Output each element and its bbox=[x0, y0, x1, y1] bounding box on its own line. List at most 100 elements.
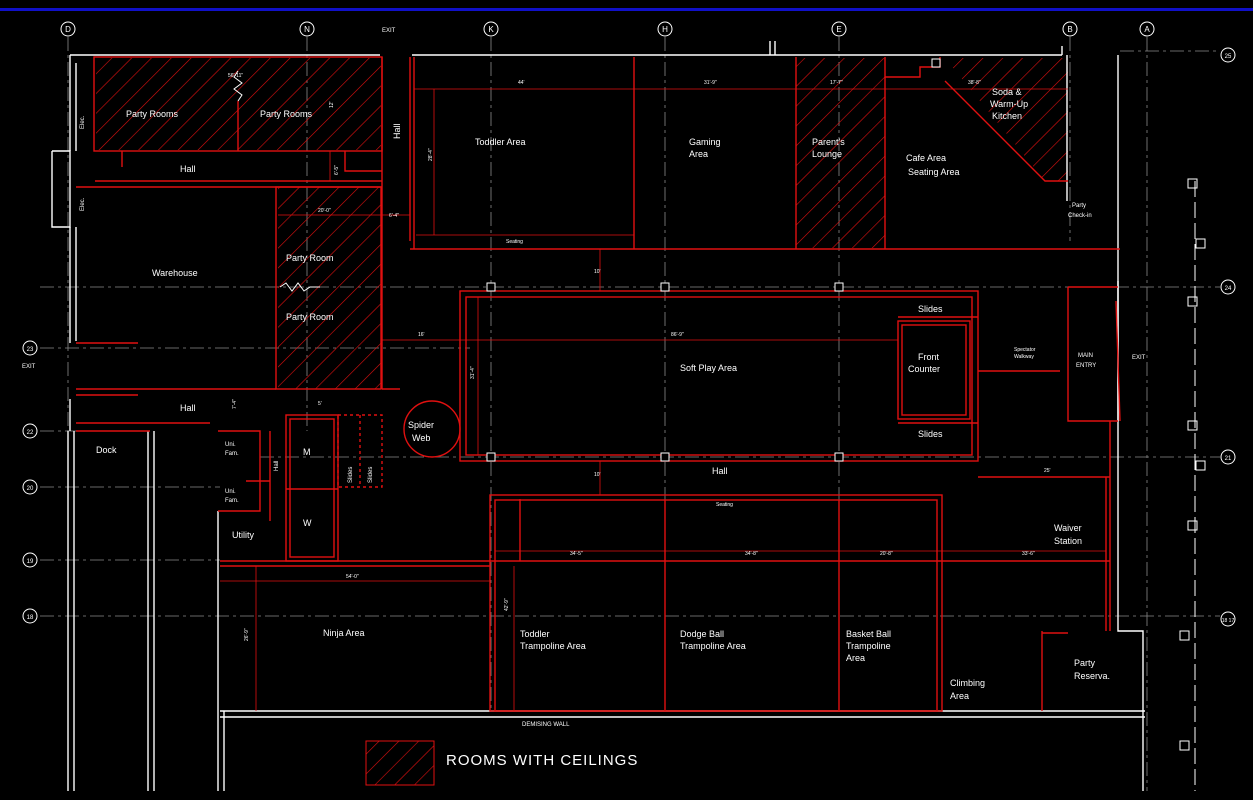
room-label: Party Room bbox=[286, 253, 334, 263]
dimension-label: 20'-8" bbox=[880, 551, 893, 557]
room-label: Elec. bbox=[80, 115, 86, 129]
columns bbox=[486, 58, 941, 462]
grid-label-top: H bbox=[662, 25, 668, 34]
room-label: Hall bbox=[392, 123, 402, 139]
dimension-labels: 44' 31'-9" 17'-7" 38'-8" 20'-0" 6'-4" 16… bbox=[228, 73, 1051, 641]
dimension-label: 12' bbox=[329, 101, 335, 108]
grid-bubbles bbox=[22, 21, 1236, 627]
exterior-piers bbox=[1179, 178, 1206, 791]
grid-label-right: 18 17 bbox=[1222, 618, 1235, 624]
room-label: Toddler bbox=[520, 629, 550, 639]
room-label: Soda & bbox=[992, 87, 1022, 97]
room-label: Trampoline bbox=[846, 641, 891, 651]
exit-label: EXIT bbox=[22, 364, 36, 370]
legend-swatch bbox=[365, 740, 435, 786]
dimension-label: 17'-7" bbox=[830, 80, 843, 86]
dimension-label: 42'-9" bbox=[504, 598, 510, 611]
grid-label-left: 19 bbox=[27, 559, 34, 565]
wall-label: DEMISING WALL bbox=[522, 722, 570, 728]
dimension-label: 5' bbox=[318, 401, 322, 407]
room-label: Area bbox=[846, 653, 865, 663]
dimension-label: 16' bbox=[418, 332, 425, 338]
dimension-label: 28'-4" bbox=[428, 148, 434, 161]
dimension-label: 54'-0" bbox=[346, 574, 359, 580]
room-label: Fam. bbox=[225, 498, 239, 504]
legend: ROOMS WITH CEILINGS bbox=[365, 740, 638, 786]
room-label: Reserva. bbox=[1074, 671, 1110, 681]
room-label: Counter bbox=[908, 364, 940, 374]
room-label: Party Rooms bbox=[260, 109, 313, 119]
dimension-label: 86'-9" bbox=[671, 332, 684, 338]
dimension-label: 20'-0" bbox=[318, 208, 331, 214]
exit-label: EXIT bbox=[1132, 355, 1146, 361]
legend-label: ROOMS WITH CEILINGS bbox=[446, 752, 638, 769]
room-label: Check-in bbox=[1068, 213, 1092, 219]
room-label: Dock bbox=[96, 445, 117, 455]
dimension-label: 34'-8" bbox=[745, 551, 758, 557]
room-label: Hall bbox=[180, 164, 196, 174]
grid-label-top: D bbox=[65, 25, 71, 34]
grid-bubble-labels: D N K H E B A 25 24 21 18 17 23 22 20 19… bbox=[27, 25, 1235, 624]
room-label: Party Rooms bbox=[126, 109, 179, 119]
room-label: ENTRY bbox=[1076, 363, 1096, 369]
room-label: Uni. bbox=[225, 489, 236, 495]
room-label: Waiver bbox=[1054, 523, 1082, 533]
room-label: Trampoline Area bbox=[520, 641, 586, 651]
room-label: Slides bbox=[918, 304, 943, 314]
room-label: Parent's bbox=[812, 137, 845, 147]
grid-label-left: 18 bbox=[27, 615, 34, 621]
title-bar bbox=[0, 0, 1253, 11]
room-label: W bbox=[303, 518, 312, 528]
grid-label-right: 21 bbox=[1225, 456, 1232, 462]
room-label: Ninja Area bbox=[323, 628, 365, 638]
grid-label-top: N bbox=[304, 25, 310, 34]
room-label: Hall bbox=[180, 403, 196, 413]
grid-label-right: 25 bbox=[1225, 54, 1232, 60]
dimension-label: 25' bbox=[1044, 468, 1051, 474]
room-label: Walkway bbox=[1014, 354, 1034, 360]
room-label: Gaming bbox=[689, 137, 721, 147]
room-label: Seating Area bbox=[908, 167, 960, 177]
dimension-label: 33'-6" bbox=[1022, 551, 1035, 557]
grid-label-top: B bbox=[1067, 25, 1072, 34]
dimension-label: 44' bbox=[518, 80, 525, 86]
grid-label-left: 22 bbox=[27, 430, 34, 436]
room-label: Slides bbox=[348, 467, 354, 483]
room-label: Basket Ball bbox=[846, 629, 891, 639]
room-label: Area bbox=[950, 691, 969, 701]
interior-walls bbox=[76, 56, 1121, 712]
room-label: Dodge Ball bbox=[680, 629, 724, 639]
room-label: M bbox=[303, 447, 311, 457]
room-label: Party bbox=[1072, 203, 1086, 209]
grid-label-top: A bbox=[1144, 25, 1150, 34]
break-lines bbox=[233, 70, 320, 292]
exit-label: EXIT bbox=[382, 28, 396, 34]
dimension-label: 6'-5" bbox=[334, 165, 340, 175]
grid-label-top: K bbox=[488, 25, 494, 34]
room-label: Soft Play Area bbox=[680, 363, 737, 373]
room-label: Fam. bbox=[225, 451, 239, 457]
room-label: Spider bbox=[408, 420, 434, 430]
room-label: Climbing bbox=[950, 678, 985, 688]
grid-label-left: 20 bbox=[27, 486, 34, 492]
room-label: Cafe Area bbox=[906, 153, 946, 163]
room-label: Hall bbox=[712, 466, 728, 476]
room-label: Warm-Up bbox=[990, 99, 1028, 109]
room-label: Hall bbox=[274, 461, 280, 471]
dimension-label: 34'-5" bbox=[570, 551, 583, 557]
dimension-label: 31'-9" bbox=[704, 80, 717, 86]
room-label: Utility bbox=[232, 530, 254, 540]
room-label: Front bbox=[918, 352, 940, 362]
dimension-label: 26'-9" bbox=[244, 628, 250, 641]
room-label: Station bbox=[1054, 536, 1082, 546]
room-label: Lounge bbox=[812, 149, 842, 159]
grid-label-left: 23 bbox=[27, 347, 34, 353]
exterior-walls bbox=[51, 41, 1145, 791]
room-label: Toddler Area bbox=[475, 137, 526, 147]
room-label: Trampoline Area bbox=[680, 641, 746, 651]
room-label: Party bbox=[1074, 658, 1096, 668]
room-label: Seating bbox=[716, 502, 733, 508]
grid-label-top: E bbox=[836, 25, 841, 34]
dimension-label: 31'-4" bbox=[470, 366, 476, 379]
room-label: Web bbox=[412, 433, 430, 443]
